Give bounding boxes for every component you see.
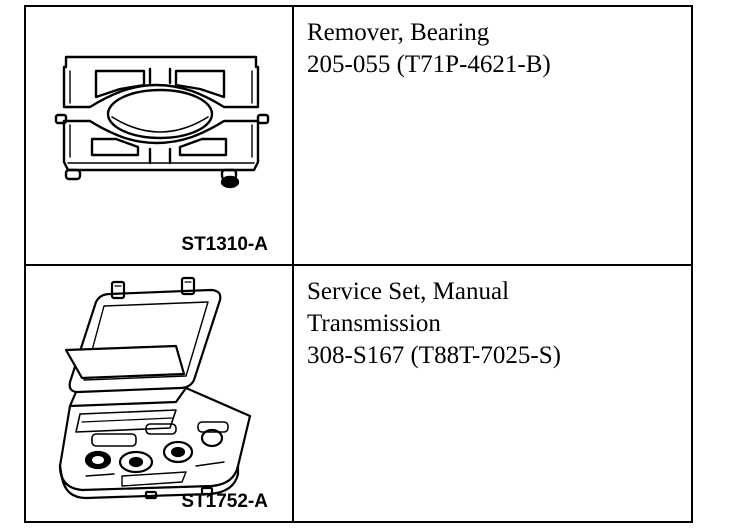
tool-row: ST1310-A Remover, Bearing 205-055 (T71P-… (24, 5, 693, 266)
tool-row: ST1752-A Service Set, Manual Transmissio… (24, 264, 693, 523)
bearing-remover-icon (54, 55, 270, 189)
tool-code-label: ST1752-A (181, 491, 268, 512)
tool-name: Service Set, Manual (307, 278, 510, 305)
tool-illustration-cell: ST1752-A (24, 264, 294, 523)
tool-part-number: 205-055 (T71P-4621-B) (307, 51, 551, 78)
tool-name: Remover, Bearing (307, 19, 490, 46)
tool-name-continued: Transmission (307, 310, 441, 337)
tool-part-number: 308-S167 (T88T-7025-S) (307, 342, 561, 369)
tool-code-label: ST1310-A (181, 234, 268, 255)
tool-description-cell: Remover, Bearing 205-055 (T71P-4621-B) (292, 5, 693, 266)
service-set-case-icon (58, 276, 252, 500)
tool-description-cell: Service Set, Manual Transmission 308-S16… (292, 264, 693, 523)
special-tools-table: ST1310-A Remover, Bearing 205-055 (T71P-… (24, 5, 693, 523)
tool-illustration-cell: ST1310-A (24, 5, 294, 266)
